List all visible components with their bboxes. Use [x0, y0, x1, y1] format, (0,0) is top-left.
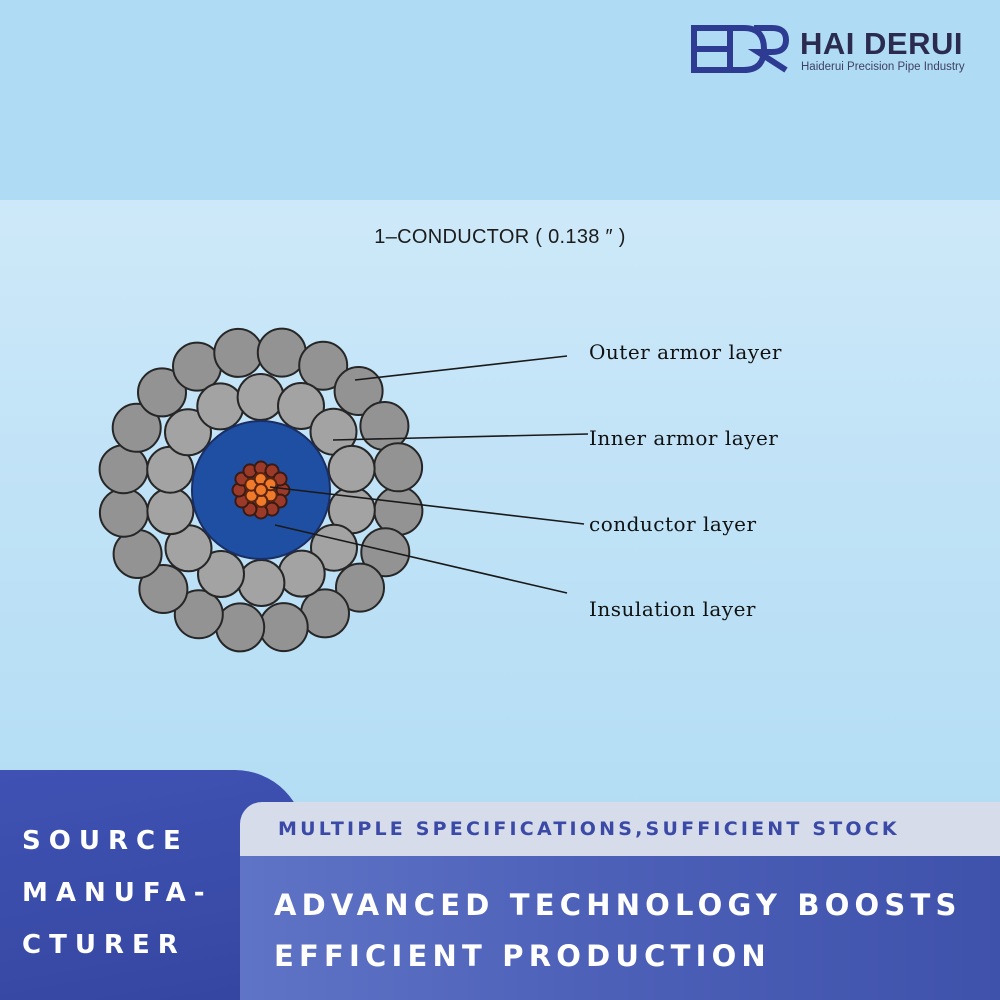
inner-armor-wire [237, 559, 286, 607]
banner-main-panel [240, 856, 1000, 1000]
banner-main-line: ADVANCED TECHNOLOGY BOOSTS [274, 888, 962, 922]
conductor-strand-center [254, 483, 268, 497]
label-outer-armor-layer: Outer armor layer [589, 340, 782, 364]
conductor-strands [231, 460, 291, 520]
leader-conductor [269, 486, 585, 525]
inner-armor-wire [236, 373, 285, 421]
label-inner-armor-layer: Inner armor layer [589, 426, 779, 450]
banner-left-line: MANUFA- [22, 878, 213, 908]
banner-left-line: SOURCE [22, 826, 189, 856]
outer-armor-wire [373, 442, 424, 493]
header-band [0, 0, 1000, 200]
brand-logo: HAI DERUI Haiderui Precision Pipe Indust… [690, 24, 990, 78]
outer-armor-wire [98, 487, 149, 538]
diagram-title: 1–CONDUCTOR ( 0.138 ″ ) [374, 226, 626, 248]
outer-armor-wire [137, 367, 187, 418]
banner-main-line: EFFICIENT PRODUCTION [274, 939, 771, 973]
leader-inner-armor [332, 433, 589, 441]
banner-left-line: CTURER [22, 930, 186, 960]
leader-outer-armor [354, 355, 568, 381]
armor-wires [98, 327, 424, 653]
inner-armor-wire [277, 382, 325, 430]
inner-armor-wire [197, 550, 245, 598]
inner-armor-wire [164, 408, 212, 457]
banner-left-text: SOURCE MANUFA- CTURER [22, 815, 252, 971]
banner-strip-text: MULTIPLE SPECIFICATIONS,SUFFICIENT STOCK [278, 818, 900, 840]
banner-strip [240, 802, 1000, 856]
label-conductor-layer: conductor layer [589, 512, 757, 536]
outer-armor-wire [173, 589, 224, 640]
brand-tagline: Haiderui Precision Pipe Industry [801, 61, 965, 73]
outer-armor-wire [213, 327, 264, 378]
inner-armor-wire [146, 487, 195, 536]
banner-main-text: ADVANCED TECHNOLOGY BOOSTS EFFICIENT PRO… [274, 880, 994, 982]
outer-armor-wire [360, 527, 411, 578]
inner-armor-wire [277, 549, 326, 598]
outer-armor-wire [258, 602, 309, 653]
leader-insulation [274, 524, 568, 594]
outer-armor-wire [138, 564, 189, 614]
brand-name: HAI DERUI [800, 26, 963, 61]
leader-lines [269, 355, 589, 594]
inner-armor-wire [196, 382, 245, 431]
outer-armor-wire [111, 402, 162, 453]
logo-mark-icon [691, 25, 790, 73]
inner-armor-wire [327, 444, 376, 493]
label-insulation-layer: Insulation layer [589, 597, 756, 621]
outer-armor-wire [298, 340, 349, 391]
outer-armor-wire [335, 562, 385, 613]
